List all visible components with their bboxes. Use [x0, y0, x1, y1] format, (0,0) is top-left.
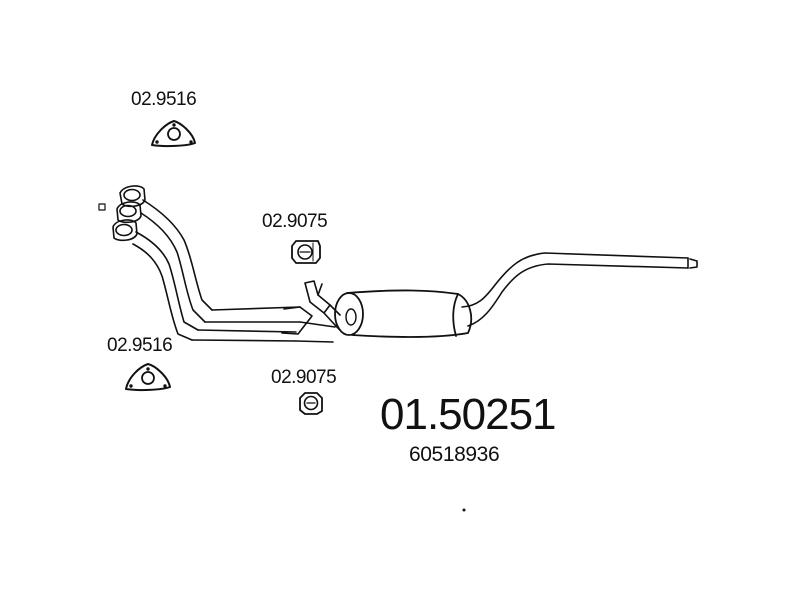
main-part-number: 01.50251 [380, 390, 557, 439]
rubber-mount-top-icon [291, 240, 321, 264]
oem-number: 60518936 [409, 443, 500, 466]
hanger-bracket [304, 280, 341, 331]
label-gasket-top-part-number: 02.9516 [131, 89, 197, 110]
front-pipes [132, 199, 336, 343]
marker-dot [462, 508, 466, 512]
label-mount-top-part-number: 02.9075 [262, 211, 328, 232]
label-mount-bottom-part-number: 02.9075 [271, 367, 337, 388]
rubber-mount-bottom-icon [299, 392, 323, 415]
manifold-flanges [112, 185, 146, 242]
flange-gasket-bottom-icon [125, 363, 171, 392]
label-gasket-bottom-part-number: 02.9516 [107, 335, 173, 356]
muffler [334, 289, 472, 338]
marker-square [98, 203, 106, 211]
tail-pipe [461, 252, 698, 327]
flange-gasket-top-icon [151, 120, 196, 148]
